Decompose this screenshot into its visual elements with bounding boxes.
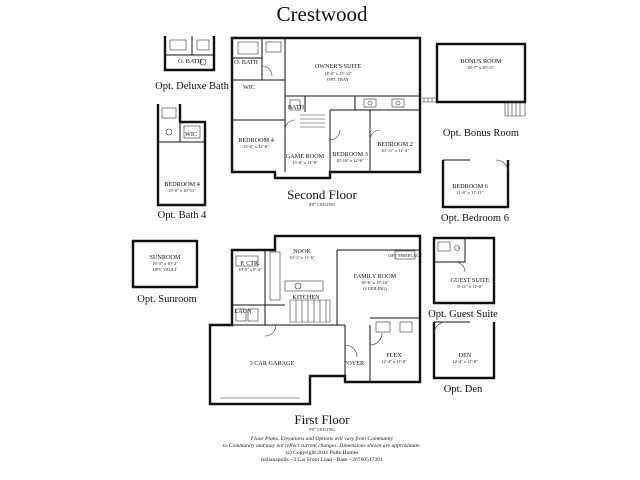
room-label-bath: BATH	[288, 104, 305, 111]
opt-bath-4-plan	[156, 104, 207, 207]
opt-den-label: Opt. Den	[444, 384, 483, 395]
room-dim-bedroom-2: 10'-11" x 11'-4"	[381, 148, 409, 153]
opt-sunroom-label: Opt. Sunroom	[137, 294, 197, 305]
opt-sunroom-dim: 16'-1" x 10'-2"	[152, 261, 178, 266]
first-floor-plan	[208, 234, 422, 406]
room-label-foyer: FOYER	[344, 360, 365, 367]
second-floor-ceiling: 8'0" CEILING	[309, 202, 335, 207]
room-label-obath: O. BATH	[234, 59, 258, 66]
room-label-family-room: FAMILY ROOM	[354, 273, 397, 280]
opt-bedroom-6-room: BEDROOM 6	[452, 183, 488, 190]
first-floor-label: First Floor	[294, 412, 350, 427]
room-label-game-room: GAME ROOM	[286, 153, 325, 160]
opt-bonus-room-label: Opt. Bonus Room	[443, 128, 519, 139]
room-dim-game-room: 15'-0" x 11'-8"	[292, 160, 318, 165]
room-dim-owners-suite: 14'-0" x 15'-11"	[324, 71, 352, 76]
footer-disclaimer-1: Floor Plans, Elevations and Options will…	[250, 435, 394, 442]
opt-deluxe-bath-label: Opt. Deluxe Bath	[155, 81, 230, 92]
opt-deluxe-bath-room: O. BATH	[178, 58, 202, 65]
room-extra-family-room: (2 CEILING)	[363, 286, 387, 291]
room-dim-pctr: 10'-5" x 8'-4"	[238, 267, 262, 272]
room-label-bedroom-3: BEDROOM 3	[332, 151, 368, 158]
opt-guest-suite-room: GUEST SUITE	[451, 277, 490, 284]
opt-sunroom-extra: OPT. VAULT	[153, 267, 177, 272]
plan-title: Crestwood	[277, 2, 368, 26]
room-label-bedroom-4: BEDROOM 4	[238, 137, 274, 144]
room-dim-bedroom-4: 15'-0" x 12'-8"	[243, 144, 269, 149]
opt-bath-4-room: BEDROOM 4	[164, 181, 200, 188]
opt-deluxe-bath-plan	[163, 36, 216, 72]
opt-bonus-room-dim: 18'-7" x 10'-11"	[467, 65, 495, 70]
room-label-wic: WIC	[243, 84, 255, 91]
room-extra-owners-suite: OPT. TRAY	[327, 77, 349, 82]
room-dim-family-room: 18'-6" x 15'-10"	[361, 280, 389, 285]
opt-guest-suite-dim: 9'-11" x 11'-0"	[457, 284, 483, 289]
opt-den-plan	[432, 321, 496, 380]
room-dim-flex: 12'-4" x 11'-8"	[381, 359, 407, 364]
room-dim-nook: 10'-1" x 11'-6"	[289, 255, 315, 260]
footer-copyright: (c) Copyright 2011 Pulte Homes	[286, 449, 359, 456]
room-label-nook: NOOK	[293, 248, 311, 255]
opt-guest-suite-plan	[432, 236, 496, 305]
opt-bedroom-6-plan	[441, 159, 510, 209]
opt-bedroom-6-dim: 11'-0" x 11'-11"	[456, 190, 484, 195]
room-label-pctr: P. CTR.	[240, 260, 260, 267]
opt-bath-4-wic: WIC	[185, 131, 197, 138]
opt-den-dim: 12'-4" x 11'-8"	[452, 359, 478, 364]
opt-bonus-room-plan	[422, 42, 527, 117]
room-label-flex: FLEX	[386, 352, 402, 359]
room-label-kitchen: KITCHEN	[292, 294, 320, 301]
room-label-bedroom-2: BEDROOM 2	[377, 141, 413, 148]
room-label-garage: 3 CAR GARAGE	[250, 360, 295, 367]
second-floor-label: Second Floor	[287, 187, 357, 202]
second-floor-plan	[230, 36, 422, 180]
room-label-fireplace: OPT. FIREPLACE	[388, 253, 422, 258]
opt-sunroom-room: SUNROOM	[150, 254, 181, 261]
room-dim-bedroom-3: 10'-10" x 12'-6"	[336, 158, 364, 163]
opt-guest-suite-label: Opt. Guest Suite	[428, 309, 498, 320]
opt-bath-4-dim: 15'-0" x 10'-11"	[168, 188, 196, 193]
first-floor-ceiling: 9'0" CEILING	[309, 427, 335, 432]
footer-plan-code: Indianapolis - 3 Car Front Load - Base -…	[261, 457, 383, 463]
opt-den-room: DEN	[459, 352, 472, 359]
footer-disclaimer-2: to Community and may not reflect current…	[223, 442, 421, 449]
opt-bedroom-6-label: Opt. Bedroom 6	[441, 213, 509, 224]
room-label-owners-suite: OWNER'S SUITE	[315, 63, 362, 70]
opt-bonus-room-name: BONUS ROOM	[460, 58, 502, 65]
room-label-laun: LAUN	[234, 308, 252, 315]
opt-bath-4-label: Opt. Bath 4	[158, 210, 207, 221]
opt-sunroom-plan	[131, 239, 199, 289]
